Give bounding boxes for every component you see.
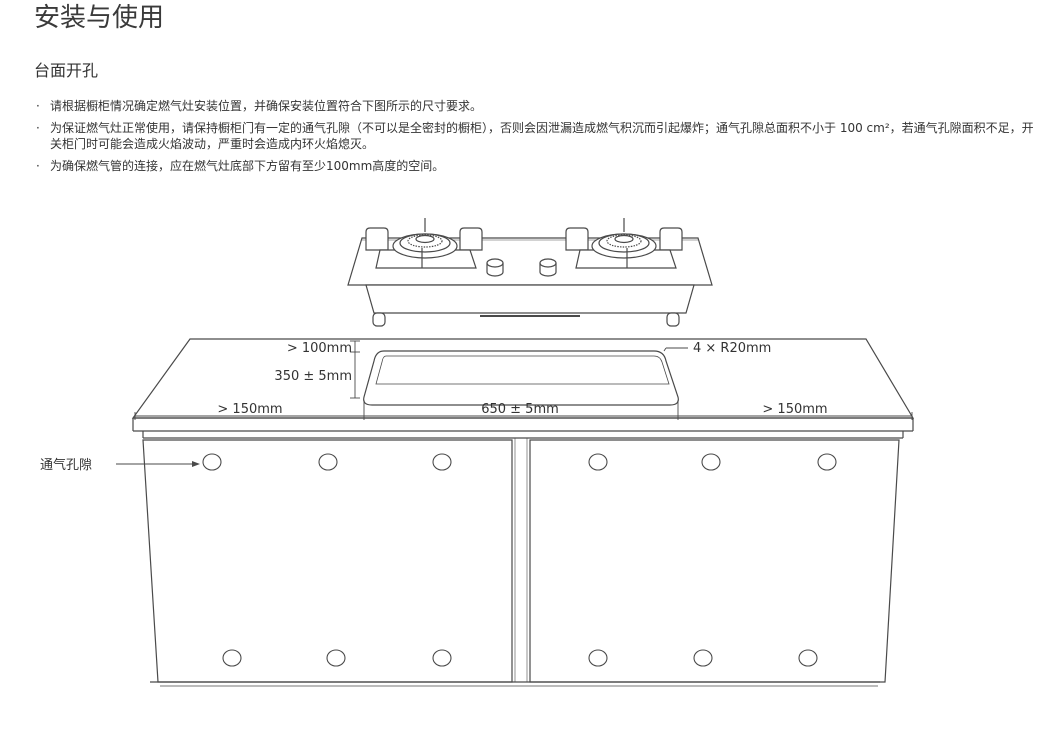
vent-hole [432, 453, 452, 471]
left-burner [365, 218, 483, 269]
label-corner-radius: 4 × R20mm [693, 341, 771, 356]
stove-knob [486, 258, 504, 277]
instruction-item: · 请根据橱柜情况确定燃气灶安装位置，并确保安装位置符合下图所示的尺寸要求。 [34, 98, 1044, 115]
vent-hole [588, 649, 608, 667]
instruction-text: 为确保燃气管的连接，应在燃气灶底部下方留有至少100mm高度的空间。 [50, 158, 445, 173]
vent-hole [817, 453, 837, 471]
vent-hole [693, 649, 713, 667]
countertop [131, 338, 915, 432]
countertop-cutout [363, 350, 679, 406]
cabinet-door-right [529, 439, 900, 683]
vent-hole [701, 453, 721, 471]
vent-hole [202, 453, 222, 471]
instruction-text: 请根据橱柜情况确定燃气灶安装位置，并确保安装位置符合下图所示的尺寸要求。 [50, 99, 483, 113]
installation-diagram: > 100mm 350 ± 5mm 4 × R20mm > 150mm 650 … [40, 218, 915, 687]
label-width: 650 ± 5mm [481, 402, 559, 417]
bullet-marker: · [36, 158, 40, 173]
bullet-marker: · [36, 99, 40, 113]
instruction-list: · 请根据橱柜情况确定燃气灶安装位置，并确保安装位置符合下图所示的尺寸要求。 ·… [34, 98, 1044, 179]
vent-hole [588, 453, 608, 471]
label-vent: 通气孔隙 [40, 457, 92, 473]
right-burner [565, 218, 683, 269]
instruction-text: 为保证燃气灶正常使用，请保持橱柜门有一定的通气孔隙（不可以是全密封的橱柜），否则… [50, 120, 1034, 152]
vent-hole [432, 649, 452, 667]
bullet-marker: · [36, 120, 40, 135]
label-right-clearance: > 150mm [762, 402, 827, 417]
dimension-lines [134, 340, 913, 420]
vent-hole [326, 649, 346, 667]
stove-knob [539, 258, 557, 277]
label-left-clearance: > 150mm [217, 402, 282, 417]
instruction-item: · 为确保燃气管的连接，应在燃气灶底部下方留有至少100mm高度的空间。 [34, 158, 1044, 175]
section-title: 台面开孔 [34, 61, 99, 80]
page-title: 安装与使用 [34, 3, 165, 33]
vent-hole [798, 649, 818, 667]
instruction-item: · 为保证燃气灶正常使用，请保持橱柜门有一定的通气孔隙（不可以是全密封的橱柜），… [34, 120, 1044, 153]
cabinet [142, 431, 904, 687]
vent-holes [202, 453, 837, 667]
label-top-gap: > 100mm [287, 341, 352, 356]
gas-stove-illustration [347, 218, 713, 327]
vent-hole [222, 649, 242, 667]
vent-callout: 通气孔隙 [40, 457, 200, 473]
dimension-labels: > 100mm 350 ± 5mm 4 × R20mm > 150mm 650 … [217, 341, 827, 417]
vent-hole [318, 453, 338, 471]
label-depth: 350 ± 5mm [274, 369, 352, 384]
cabinet-door-left [142, 439, 513, 683]
